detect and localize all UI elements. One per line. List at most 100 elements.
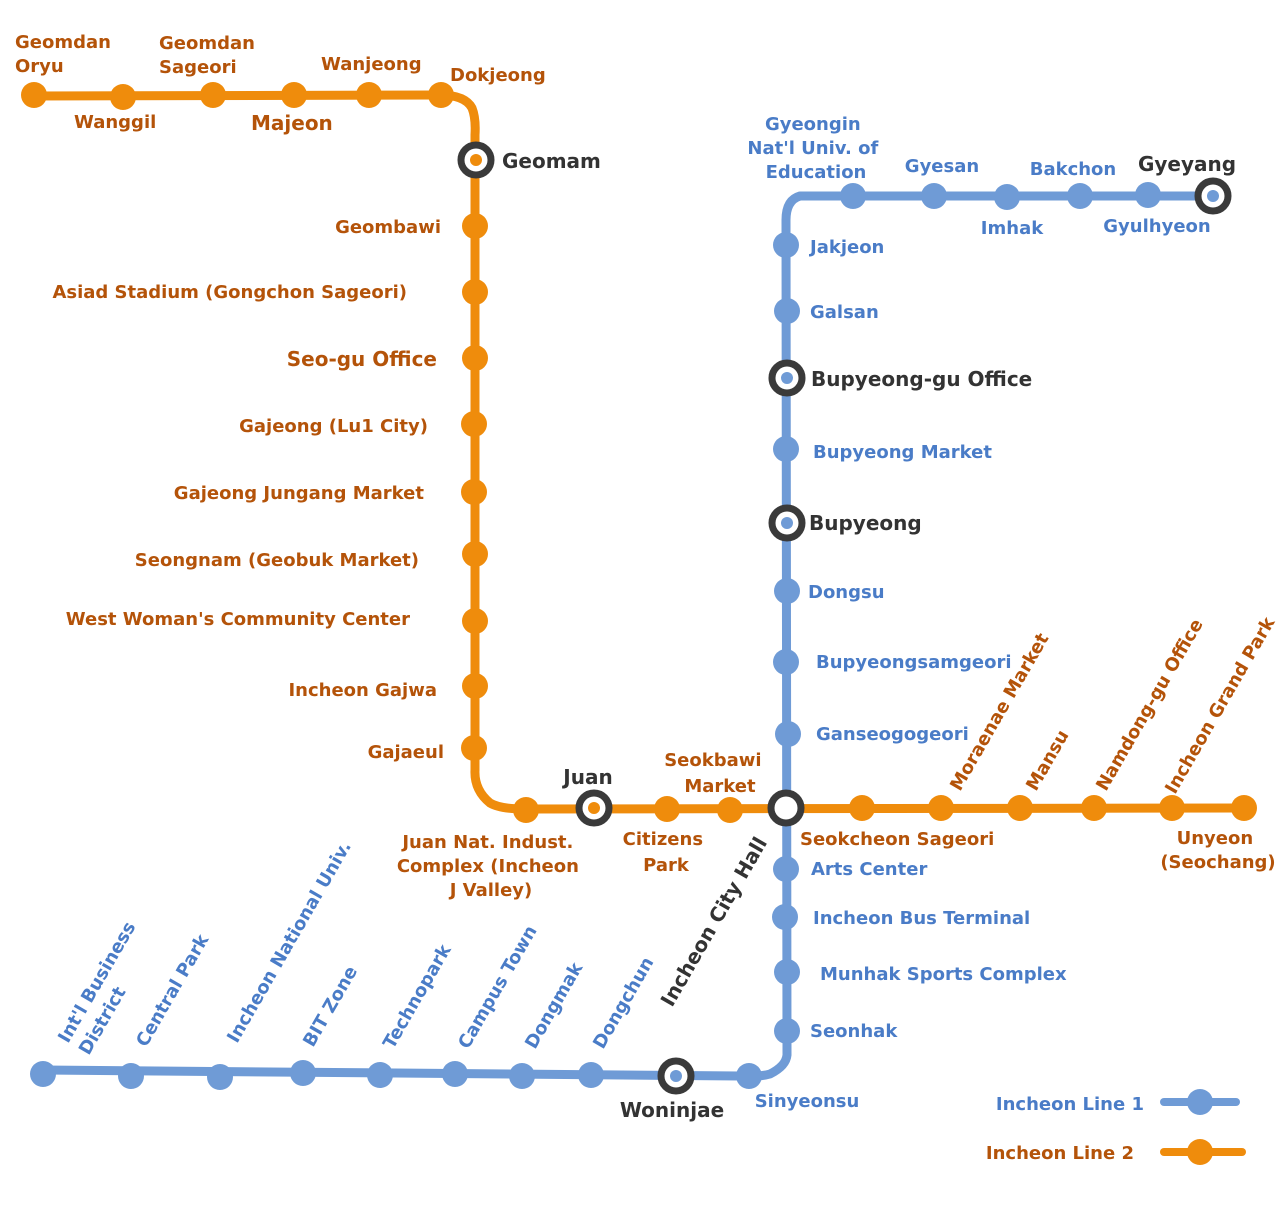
station-moraenae[interactable]: [928, 795, 954, 821]
label-citizens-park: Citizens Park: [623, 829, 710, 876]
station-galsan[interactable]: [774, 298, 800, 324]
station-seogu[interactable]: [462, 345, 488, 371]
station-grand-park[interactable]: [1159, 795, 1185, 821]
station-gyeyang[interactable]: [1194, 177, 1232, 215]
station-gyulhyeon[interactable]: [1135, 182, 1161, 208]
station-gajeong-market[interactable]: [461, 479, 487, 505]
station-bupyeong-market[interactable]: [773, 436, 799, 462]
station-gajeong[interactable]: [461, 411, 487, 437]
station-juan[interactable]: [575, 789, 613, 827]
station-imhak[interactable]: [994, 184, 1020, 210]
label-dongchun: Dongchun: [589, 954, 658, 1053]
station-bupyeong[interactable]: [768, 504, 806, 542]
station-woninjae[interactable]: [657, 1057, 695, 1095]
station-seongnam[interactable]: [462, 541, 488, 567]
label-geomdan-oryu: Geomdan Oryu: [15, 32, 117, 77]
label-mansu: Mansu: [1022, 726, 1073, 794]
line2-stations: [21, 82, 1257, 823]
station-campus-town[interactable]: [442, 1061, 468, 1087]
station-inu[interactable]: [207, 1064, 233, 1090]
station-seonhak[interactable]: [774, 1018, 800, 1044]
label-gajeong: Gajeong (Lu1 City): [239, 416, 428, 437]
label-technopark: Technopark: [379, 940, 456, 1052]
station-jakjeon[interactable]: [773, 232, 799, 258]
station-dongmak[interactable]: [509, 1063, 535, 1089]
legend-line1-station: [1187, 1089, 1213, 1115]
station-geomdan-sageori[interactable]: [200, 82, 226, 108]
label-bit-zone: BIT Zone: [299, 963, 362, 1051]
station-bakchon[interactable]: [1067, 183, 1093, 209]
station-bupyeongsamgeori[interactable]: [773, 649, 799, 675]
label-geomdan-sageori: Geomdan Sageori: [159, 33, 261, 78]
label-gajwa: Incheon Gajwa: [288, 680, 437, 701]
station-incheon-city-hall[interactable]: [767, 789, 805, 827]
line2-track: [29, 90, 1249, 814]
transfer-stations: [457, 141, 1232, 1095]
label-bus-terminal: Incheon Bus Terminal: [813, 908, 1030, 929]
label-gyulhyeon: Gyulhyeon: [1103, 216, 1210, 237]
station-west-woman[interactable]: [462, 608, 488, 634]
label-bupyeongsamgeori: Bupyeongsamgeori: [816, 652, 1012, 673]
station-majeon[interactable]: [281, 82, 307, 108]
legend-line1-label: Incheon Line 1: [996, 1094, 1144, 1115]
label-gyesan: Gyesan: [905, 156, 979, 177]
station-geomam[interactable]: [457, 141, 495, 179]
label-imhak: Imhak: [981, 218, 1044, 239]
label-bakchon: Bakchon: [1030, 159, 1117, 180]
label-majeon: Majeon: [251, 111, 333, 135]
station-asiad[interactable]: [462, 279, 488, 305]
label-west-woman: West Woman's Community Center: [66, 609, 410, 630]
label-unyeon: Unyeon (Seochang): [1160, 828, 1275, 873]
station-seokcheon[interactable]: [849, 795, 875, 821]
legend-line2-station: [1187, 1139, 1213, 1165]
label-seokcheon: Seokcheon Sageori: [800, 829, 994, 850]
label-gajeong-market: Gajeong Jungang Market: [174, 483, 425, 504]
label-munhak: Munhak Sports Complex: [820, 964, 1067, 985]
station-juan-complex[interactable]: [513, 797, 539, 823]
station-gajwa[interactable]: [462, 673, 488, 699]
station-ibd[interactable]: [30, 1061, 56, 1087]
label-juan-complex: Juan Nat. Indust. Complex (Incheon J Val…: [397, 832, 585, 901]
station-seokbawi[interactable]: [717, 797, 743, 823]
legend: Incheon Line 1 Incheon Line 2: [986, 1089, 1246, 1165]
station-dokjeong[interactable]: [428, 82, 454, 108]
label-bupyeong-market: Bupyeong Market: [813, 442, 992, 463]
station-ganseogogeori[interactable]: [775, 721, 801, 747]
label-bupyeong: Bupyeong: [809, 511, 922, 535]
station-sinyeonsu[interactable]: [736, 1063, 762, 1089]
label-gyeyang: Gyeyang: [1138, 152, 1236, 176]
station-munhak[interactable]: [774, 959, 800, 985]
station-central-park[interactable]: [118, 1063, 144, 1089]
station-citizens-park[interactable]: [654, 796, 680, 822]
station-wanjeong[interactable]: [356, 82, 382, 108]
station-bupyeonggu[interactable]: [768, 359, 806, 397]
station-gyeongin[interactable]: [840, 183, 866, 209]
label-woninjae: Woninjae: [620, 1098, 724, 1122]
label-wanggil: Wanggil: [74, 112, 156, 133]
station-gyesan[interactable]: [921, 183, 947, 209]
station-technopark[interactable]: [367, 1062, 393, 1088]
station-bit-zone[interactable]: [290, 1060, 316, 1086]
station-bus-terminal[interactable]: [772, 904, 798, 930]
station-wanggil[interactable]: [110, 84, 136, 110]
label-galsan: Galsan: [810, 302, 879, 323]
label-asiad: Asiad Stadium (Gongchon Sageori): [52, 282, 407, 303]
label-geomam: Geomam: [502, 149, 601, 173]
station-mansu[interactable]: [1007, 795, 1033, 821]
station-dongsu[interactable]: [774, 578, 800, 604]
label-seogu: Seo-gu Office: [287, 347, 437, 371]
station-unyeon[interactable]: [1231, 795, 1257, 821]
station-arts-center[interactable]: [773, 856, 799, 882]
station-dongchun[interactable]: [578, 1062, 604, 1088]
label-seongnam: Seongnam (Geobuk Market): [135, 550, 419, 571]
label-juan: Juan: [561, 765, 612, 789]
label-bupyeonggu: Bupyeong-gu Office: [811, 367, 1032, 391]
station-namdong[interactable]: [1081, 795, 1107, 821]
line1-stations: [30, 182, 1161, 1090]
station-gajaeul[interactable]: [461, 735, 487, 761]
station-geombawi[interactable]: [462, 213, 488, 239]
station-geomdan-oryu[interactable]: [21, 82, 47, 108]
label-jakjeon: Jakjeon: [808, 237, 884, 258]
label-central-park: Central Park: [132, 930, 214, 1051]
